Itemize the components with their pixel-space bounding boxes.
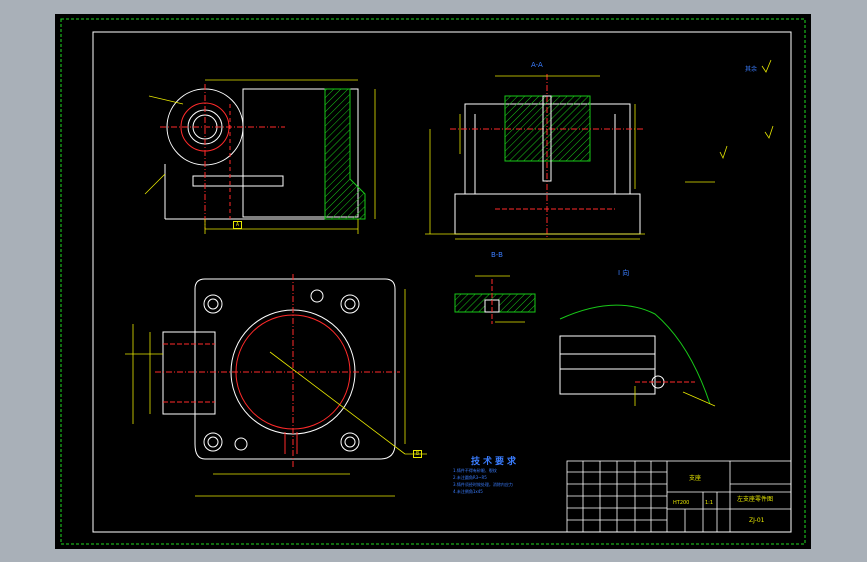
roughness-symbols xyxy=(685,59,774,183)
front-view xyxy=(160,84,366,229)
front-view-dims xyxy=(144,79,376,234)
view-i xyxy=(559,304,711,405)
roughness-note: 其余 xyxy=(745,66,758,73)
detail-view-bb xyxy=(454,279,536,324)
section-view-aa xyxy=(450,74,645,239)
title-block-main-title: 左支座零件图 xyxy=(737,496,774,503)
engineering-drawing-sheet xyxy=(60,18,806,545)
drawing-viewport[interactable]: A-A B-B I 向 其余 技术要求 1.铸件不得有砂眼、裂纹 2.未注圆角R… xyxy=(55,14,811,549)
view-i-label: I 向 xyxy=(618,269,630,277)
technical-note-3: 3.铸件须经时效处理，消除内应力 xyxy=(453,482,513,487)
top-view-dims xyxy=(125,289,427,497)
section-view-aa-dims xyxy=(425,75,645,240)
technical-note-2: 2.未注圆角R3~R5 xyxy=(453,475,487,480)
technical-requirements-title: 技术要求 xyxy=(471,457,520,467)
inner-border xyxy=(92,31,792,533)
top-view xyxy=(155,274,400,469)
datum-a-label: A xyxy=(233,221,243,229)
outer-frame xyxy=(60,18,806,545)
title-block-material: HT200 xyxy=(673,500,690,506)
title-block xyxy=(566,460,792,533)
view-i-dims xyxy=(634,386,716,407)
title-block-scale: 1:1 xyxy=(705,500,714,506)
technical-note-4: 4.未注倒角1x45 xyxy=(453,489,483,494)
title-block-drawing-number: ZJ-01 xyxy=(749,517,765,524)
title-block-part-name: 支座 xyxy=(689,475,702,482)
datum-b-label: B xyxy=(413,450,423,458)
section-aa-label: A-A xyxy=(531,61,543,69)
section-bb-label: B-B xyxy=(491,251,503,259)
technical-note-1: 1.铸件不得有砂眼、裂纹 xyxy=(453,468,497,473)
detail-view-bb-dims xyxy=(475,275,525,323)
